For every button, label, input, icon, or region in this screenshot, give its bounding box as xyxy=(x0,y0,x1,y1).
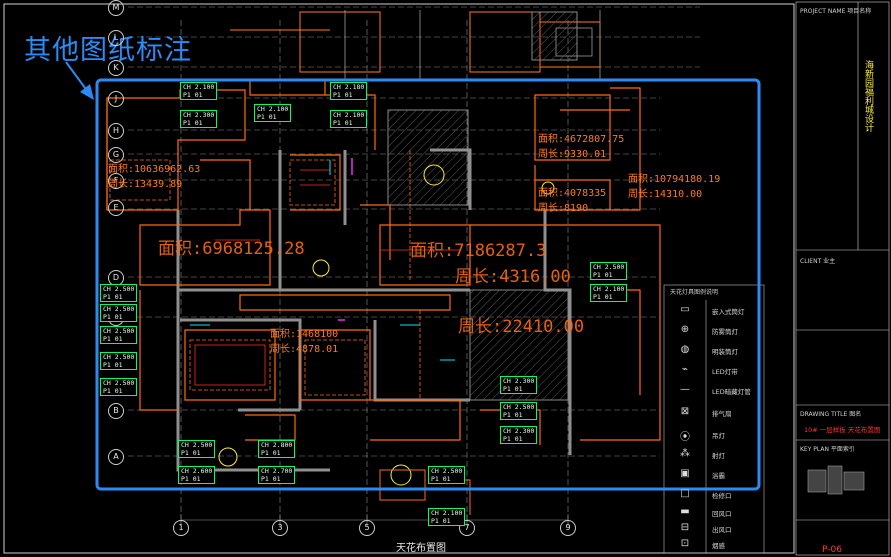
axis-row-label: L xyxy=(108,30,124,46)
sheet-title: 10# 一层样板 天花布置图 xyxy=(804,426,881,434)
spotlight-icon: ⁂ xyxy=(680,448,690,459)
legend-item: ▬回风口 xyxy=(664,503,764,523)
drawing-title: 天花布置图 xyxy=(396,543,446,554)
highlight-box xyxy=(95,78,761,491)
legend-item: ⦿吊灯 xyxy=(664,425,764,445)
exhaust-fan-icon: ⊠ xyxy=(680,406,690,417)
axis-row-label: B xyxy=(108,403,124,419)
return-vent-icon: ▬ xyxy=(680,506,690,517)
legend-item: ⊟出风口 xyxy=(664,519,764,539)
antifog-downlight-icon: ⊕ xyxy=(680,324,690,335)
project-label: PROJECT NAME 项目名称 xyxy=(800,8,872,15)
axis-col-label: 9 xyxy=(560,520,576,536)
legend-item: ⁂射灯 xyxy=(664,445,764,465)
project-name: 海新园福利城设计 xyxy=(863,60,873,132)
supply-vent-icon: ⊟ xyxy=(680,522,690,533)
axis-col-label: 3 xyxy=(272,520,288,536)
large-area-label: 周长:22410.00 xyxy=(458,317,585,337)
legend-item: □检修口 xyxy=(664,485,764,505)
legend-item: ▭嵌入式筒灯 xyxy=(664,301,764,321)
legend-item: ▣浴霸 xyxy=(664,465,764,485)
annotation-label: 其他图纸标注 xyxy=(24,35,192,66)
axis-row-label: J xyxy=(108,91,124,107)
axis-row-label: H xyxy=(108,123,124,139)
axis-row-label: F xyxy=(108,173,124,189)
legend-title: 天花灯具图例说明 xyxy=(670,289,719,296)
large-area-label: 面积:6968125.28 xyxy=(158,239,305,259)
large-area-label: 面积:7186287.3 xyxy=(410,241,547,261)
axis-col-label: 7 xyxy=(459,520,475,536)
recessed-downlight-icon: ▭ xyxy=(680,304,690,315)
axis-row-label: A xyxy=(108,449,124,465)
legend-item: ⊕防雾筒灯 xyxy=(664,321,764,341)
axis-row-label: K xyxy=(108,60,124,76)
large-area-label: 周长:4316.00 xyxy=(455,267,571,287)
drawing-title-label: DRAWING TITLE 图名 xyxy=(800,411,862,418)
legend-item: ◍明装筒灯 xyxy=(664,341,764,361)
axis-row-label: M xyxy=(108,0,124,16)
axis-row-label: E xyxy=(108,200,124,216)
legend-item: ⌁LED灯带 xyxy=(664,361,764,381)
legend-item: —LED暗藏灯管 xyxy=(664,381,764,401)
legend-item: ⊡烟感 xyxy=(664,535,764,555)
access-panel-icon: □ xyxy=(680,488,690,499)
key-plan-label: KEY PLAN 平面索引 xyxy=(800,446,855,453)
lighting-legend: 天花灯具图例说明 ▭嵌入式筒灯 ⊕防雾筒灯 ◍明装筒灯 ⌁LED灯带 —LED暗… xyxy=(664,285,764,553)
pendant-light-icon: ⦿ xyxy=(680,432,690,443)
smoke-detector-icon: ⊡ xyxy=(680,538,690,549)
legend-item: ⊠排气扇 xyxy=(664,403,764,423)
client-label: CLIENT 业主 xyxy=(800,258,836,265)
led-tube-icon: — xyxy=(680,384,690,395)
axis-row-label: G xyxy=(108,147,124,163)
bath-heater-icon: ▣ xyxy=(680,468,690,479)
title-block: PROJECT NAME 项目名称 海新园福利城设计 CLIENT 业主 DRA… xyxy=(796,0,891,557)
surface-downlight-icon: ◍ xyxy=(680,344,690,355)
axis-col-label: 5 xyxy=(359,520,375,536)
axis-col-label: 1 xyxy=(173,520,189,536)
sheet-number: P-06 xyxy=(822,545,842,555)
led-strip-icon: ⌁ xyxy=(681,364,689,375)
